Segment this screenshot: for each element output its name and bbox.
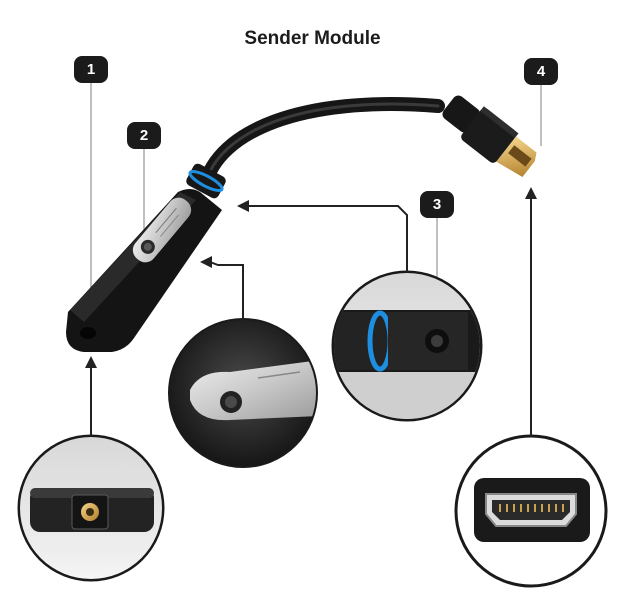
arrow-heads <box>85 187 537 368</box>
callout-badge-3: 3 <box>420 191 454 218</box>
arrow-3 <box>248 205 408 272</box>
callout-badge-4: 4 <box>524 58 558 85</box>
device-label-plate <box>132 197 192 263</box>
pointer-arrows <box>90 198 532 436</box>
hdmi-plug <box>442 95 537 178</box>
blue-ring <box>186 163 226 199</box>
sender-device <box>66 189 222 352</box>
diagram-title: Sender Module <box>244 28 381 49</box>
cable <box>198 97 445 192</box>
callout-badge-1: 1 <box>74 56 108 83</box>
arrow-2 <box>209 261 244 320</box>
device-shell <box>66 189 222 352</box>
device-port <box>80 327 96 339</box>
callout-badge-2: 2 <box>127 122 161 149</box>
